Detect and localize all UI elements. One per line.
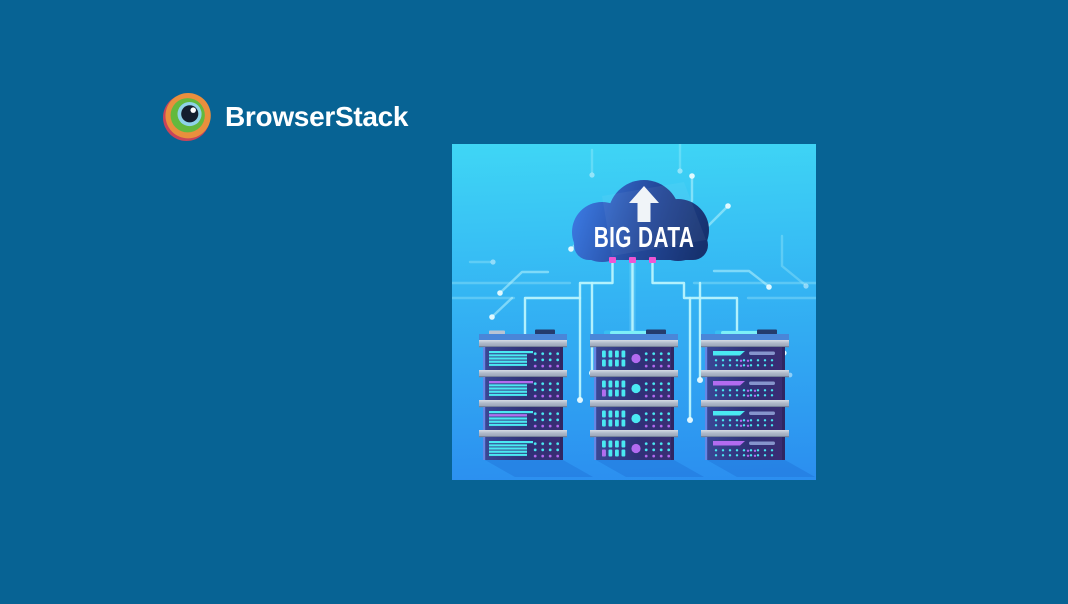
upload-arrow-icon bbox=[629, 186, 659, 222]
brand-name: BrowserStack bbox=[225, 100, 409, 132]
server-rack-unit bbox=[479, 430, 567, 460]
server-rack-unit bbox=[590, 400, 678, 430]
browserstack-eye-icon bbox=[163, 93, 211, 141]
server-rack-unit bbox=[479, 370, 567, 400]
rack-top-lid bbox=[479, 329, 567, 340]
server-rack-unit bbox=[479, 400, 567, 430]
tower-shadow bbox=[596, 460, 704, 477]
tower-shadow bbox=[707, 460, 815, 477]
rack-top-lid bbox=[701, 329, 789, 340]
big-data-graphic: BIG DATA bbox=[452, 144, 816, 477]
server-rack-unit bbox=[701, 340, 789, 370]
server-tower-left bbox=[479, 329, 567, 460]
cloud-icon bbox=[572, 180, 709, 262]
big-data-cloud: BIG DATA bbox=[572, 180, 709, 263]
brand-logo: BrowserStack bbox=[163, 92, 408, 141]
server-rack-unit bbox=[701, 400, 789, 430]
server-rack-unit bbox=[590, 370, 678, 400]
cloud-label: BIG DATA bbox=[594, 222, 695, 254]
server-rack-unit bbox=[701, 370, 789, 400]
server-rack-unit bbox=[701, 430, 789, 460]
rack-top-lid bbox=[590, 329, 678, 340]
server-tower-right bbox=[701, 329, 789, 460]
big-data-illustration: BIG DATA bbox=[452, 144, 816, 480]
tower-shadow bbox=[485, 460, 593, 477]
server-tower-middle bbox=[590, 329, 678, 460]
cloud-connector-light bbox=[609, 257, 616, 263]
cloud-connector-light bbox=[629, 257, 636, 263]
server-rack-unit bbox=[590, 430, 678, 460]
cloud-connector-light bbox=[649, 257, 656, 263]
server-rack-unit bbox=[479, 340, 567, 370]
server-rack-unit bbox=[590, 340, 678, 370]
